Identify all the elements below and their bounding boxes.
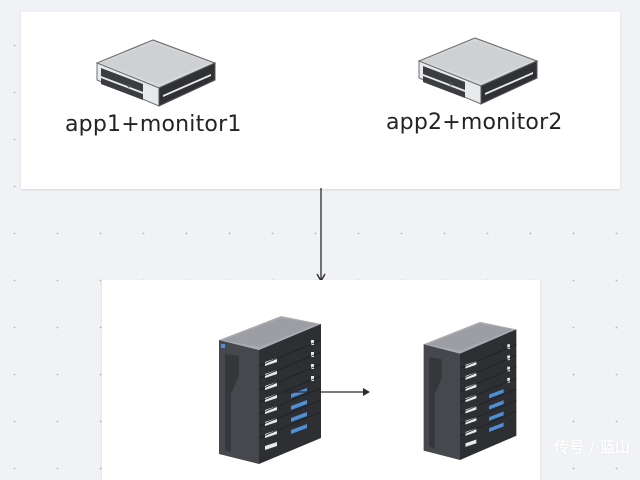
watermark: 传号 / 蓝山 <box>554 438 630 456</box>
edge-db1-to-db2-arrow <box>266 388 370 396</box>
tower-server-icon <box>219 316 322 464</box>
bottom-group-panel <box>102 280 540 480</box>
desktop-server-icon <box>95 39 217 107</box>
top-group-panel: app1+monitor1 app2+monitor2 <box>21 12 620 189</box>
desktop-server-icon <box>417 37 539 105</box>
node-app2[interactable]: app2+monitor2 <box>386 36 562 146</box>
node-label-app2: app2+monitor2 <box>386 110 563 135</box>
edge-top-to-bottom-arrow <box>316 188 326 283</box>
node-db2[interactable] <box>370 320 517 460</box>
node-app1[interactable]: app1+monitor1 <box>65 38 241 148</box>
node-label-app1: app1+monitor1 <box>65 112 242 137</box>
node-db1[interactable] <box>160 314 322 464</box>
tower-server-icon <box>423 321 517 460</box>
